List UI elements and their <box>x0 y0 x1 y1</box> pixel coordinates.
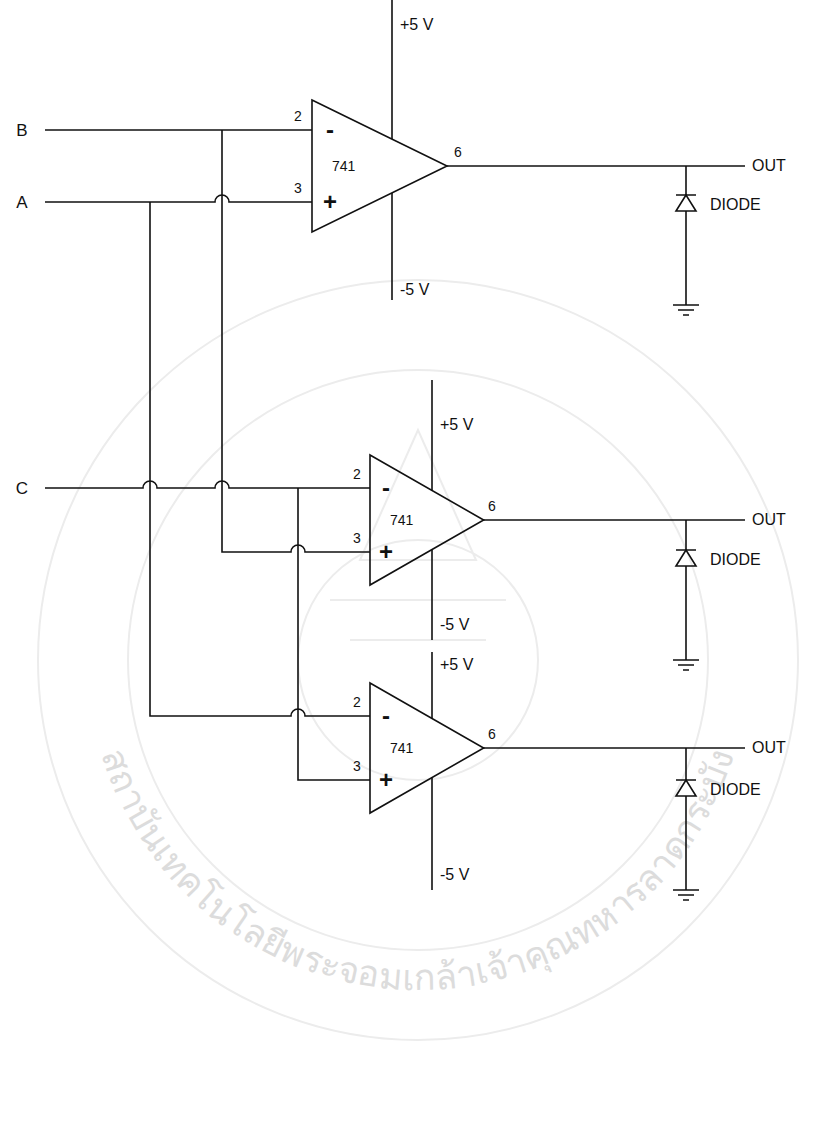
output-wire <box>447 165 745 167</box>
supply-label: +5 V <box>400 17 433 33</box>
seal-ring <box>38 280 798 1040</box>
output-wire <box>482 747 745 749</box>
input-wire <box>45 129 312 131</box>
opamp-outline <box>370 683 484 813</box>
diode-symbol <box>676 550 696 566</box>
seal-emblem <box>330 430 506 640</box>
supply-label: -5 V <box>440 867 469 883</box>
signal-name: B <box>16 122 27 139</box>
input-wire <box>150 202 370 716</box>
pin-number: 6 <box>488 499 496 513</box>
pin-number: 2 <box>353 467 361 481</box>
watermark-seal <box>38 280 798 1040</box>
input-wire <box>45 481 370 488</box>
seal-ring <box>298 540 538 780</box>
pin-number: 6 <box>488 727 496 741</box>
diode-symbol <box>673 166 699 315</box>
supply-label: -5 V <box>400 282 429 298</box>
supply-label: +5 V <box>440 657 473 673</box>
supply-wire <box>391 0 393 300</box>
opamp-body: 741 <box>370 455 484 585</box>
pin-number: 6 <box>454 145 462 159</box>
input-wire <box>298 488 370 780</box>
output-label: OUT <box>752 158 786 174</box>
opamp-body: 741 <box>370 683 484 813</box>
opamp-triangle <box>370 455 484 585</box>
diode-label: DIODE <box>710 197 761 213</box>
part-number: 741 <box>332 159 355 173</box>
opamp-triangle <box>312 100 447 232</box>
output-label: OUT <box>752 740 786 756</box>
supply-wire <box>431 380 433 640</box>
output-wire <box>482 519 745 521</box>
noninverting-sign: + <box>379 768 393 792</box>
supply-label: +5 V <box>440 417 473 433</box>
pin-number: 2 <box>294 109 302 123</box>
opamp-outline <box>370 455 484 585</box>
pin-number: 3 <box>353 531 361 545</box>
supply-label: -5 V <box>440 617 469 633</box>
diode-symbol <box>676 195 696 211</box>
diode-symbol <box>676 780 696 796</box>
pin-number: 3 <box>294 181 302 195</box>
supply-wire <box>431 652 433 890</box>
noninverting-sign: + <box>379 540 393 564</box>
signal-name: C <box>16 480 28 497</box>
pin-number: 3 <box>353 759 361 773</box>
diode-label: DIODE <box>710 782 761 798</box>
signal-name: A <box>16 194 27 211</box>
pin-number: 2 <box>353 695 361 709</box>
diode-label: DIODE <box>710 552 761 568</box>
part-number: 741 <box>390 513 413 527</box>
inverting-sign: - <box>382 704 390 728</box>
diode-symbol <box>673 748 699 900</box>
inverting-sign: - <box>382 476 390 500</box>
watermark-path <box>88 448 748 990</box>
part-number: 741 <box>390 741 413 755</box>
inverting-sign: - <box>326 118 334 142</box>
opamp-triangle <box>370 683 484 813</box>
noninverting-sign: + <box>323 190 337 214</box>
diode-symbol <box>673 520 699 670</box>
wires <box>45 0 745 900</box>
input-wire <box>45 195 312 202</box>
seal-ring <box>128 370 708 950</box>
watermark-text: สถาบันเทคโนโลยีพระจอมเกล้าเจ้าคุณทหารลาด… <box>94 743 742 998</box>
output-label: OUT <box>752 512 786 528</box>
